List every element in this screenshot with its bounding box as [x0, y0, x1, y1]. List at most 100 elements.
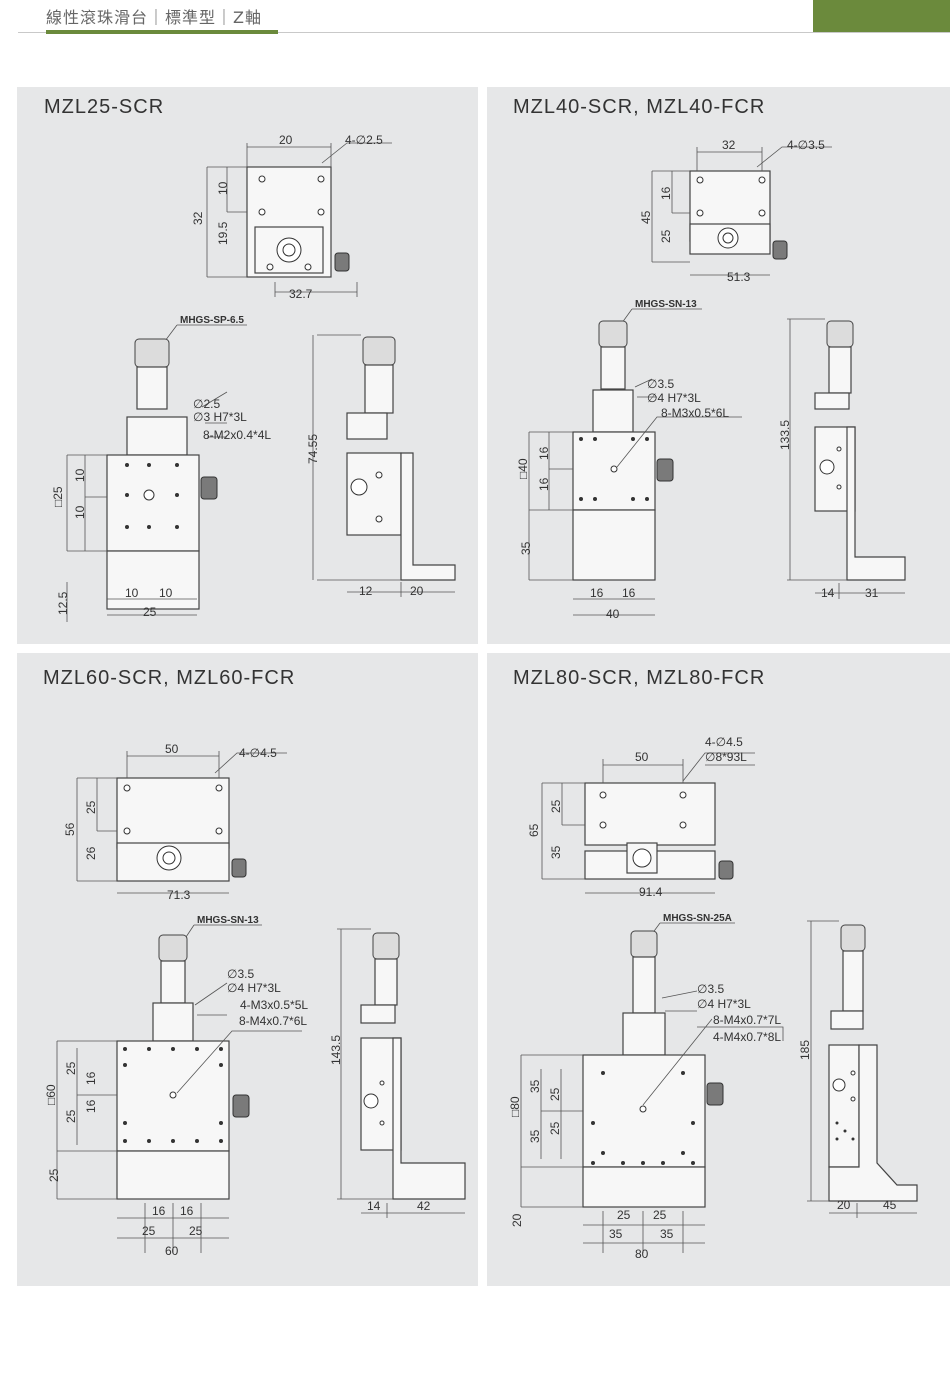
dim-text: 25 [659, 229, 673, 243]
dim-text: 25 [143, 605, 157, 619]
dim-text: 45 [883, 1198, 897, 1212]
note-text: ∅4 H7*3L [697, 997, 751, 1011]
dim-text: □40 [516, 458, 530, 479]
note-text: 8-M3x0.5*6L [661, 406, 729, 420]
dim-text: 50 [165, 742, 179, 756]
dim-text: 16 [537, 446, 551, 460]
header-accent-block [813, 0, 950, 32]
top-view: 50 4-∅4.5 ∅8*93L 65 25 35 91.4 [527, 735, 755, 899]
dim-text: □25 [51, 486, 65, 507]
dim-text: 26 [84, 846, 98, 860]
page-header-title: 線性滾珠滑台｜標準型｜Z軸 [46, 8, 262, 27]
dim-text: 20 [837, 1198, 851, 1212]
dim-text: 16 [590, 586, 604, 600]
front-view: MHGS-SN-13 ∅3.5 ∅4 H7*3L 8-M3x0.5*6L □40… [516, 299, 742, 621]
dim-text: □60 [44, 1084, 58, 1105]
dim-text: 32 [722, 138, 736, 152]
note-text: ∅3.5 [227, 967, 254, 981]
header-divider [18, 32, 950, 33]
dim-text: 16 [180, 1204, 194, 1218]
dim-text: 4-∅2.5 [345, 133, 383, 147]
mzl40-drawing: 32 4-∅3.5 45 16 25 51.3 MHGS-SN-13 ∅3.5 … [516, 138, 906, 621]
note-text: 8-M2x0.4*4L [203, 428, 271, 442]
dim-text: ∅8*93L [705, 750, 747, 764]
dim-text: 40 [606, 607, 620, 621]
dim-text: 19.5 [216, 221, 230, 245]
note-text: ∅4 H7*3L [227, 981, 281, 995]
dim-text: 20 [279, 133, 293, 147]
dim-text: 60 [165, 1244, 179, 1258]
dim-text: 65 [527, 823, 541, 837]
dim-text: 10 [159, 586, 173, 600]
dim-text: 35 [609, 1227, 623, 1241]
note-text: ∅4 H7*3L [647, 391, 701, 405]
dim-text: 35 [549, 845, 563, 859]
panel-mzl60: MZL60-SCR, MZL60-FCR 50 4-∅4.5 56 25 26 … [17, 653, 478, 1286]
panel-mzl80: MZL80-SCR, MZL80-FCR 50 4-∅4.5 ∅8*93L 65… [487, 653, 950, 1286]
micrometer-label: MHGS-SN-13 [197, 915, 259, 926]
dim-text: 25 [548, 1121, 562, 1135]
dim-text: 35 [660, 1227, 674, 1241]
dim-text: 20 [510, 1213, 524, 1227]
dim-text: 56 [63, 822, 77, 836]
note-text: ∅2.5 [193, 397, 220, 411]
micrometer-label: MHGS-SP-6.5 [180, 315, 244, 326]
dim-text: 32.7 [289, 287, 313, 301]
dim-text: 16 [622, 586, 636, 600]
dim-text: 25 [549, 799, 563, 813]
dim-text: 35 [528, 1079, 542, 1093]
dim-text: 10 [216, 181, 230, 195]
dim-text: 25 [653, 1208, 667, 1222]
dim-text: 12.5 [56, 591, 70, 615]
front-view: MHGS-SN-25A ∅3.5 ∅4 H7*3L 8-M4x0.7*7L 4-… [508, 913, 784, 1261]
side-view: 143.5 14 42 [329, 928, 466, 1218]
dim-text: 45 [639, 210, 653, 224]
dim-text: 14 [367, 1199, 381, 1213]
micrometer-label: MHGS-SN-25A [663, 913, 732, 924]
dim-text: 14 [821, 586, 835, 600]
panel-mzl25: MZL25-SCR 20 4-∅2.5 32 10 19.5 32.7 MHGS… [17, 87, 478, 644]
header-underline-accent [46, 30, 278, 34]
dim-text: 16 [84, 1099, 98, 1113]
dim-text: 42 [417, 1199, 431, 1213]
mzl60-drawing: 50 4-∅4.5 56 25 26 71.3 MHGS-SN-13 ∅3.5 … [44, 742, 466, 1258]
dim-text: 80 [635, 1247, 649, 1261]
note-text: ∅3.5 [647, 377, 674, 391]
panel-title: MZL60-SCR, MZL60-FCR [43, 667, 296, 689]
dim-text: 25 [64, 1061, 78, 1075]
dim-text: 31 [865, 586, 879, 600]
dim-text: 16 [537, 477, 551, 491]
dim-text: 10 [73, 468, 87, 482]
micrometer-label: MHGS-SN-13 [635, 299, 697, 310]
dim-text: 50 [635, 750, 649, 764]
dim-text: 74.55 [306, 434, 320, 464]
front-view: MHGS-SP-6.5 ∅2.5 ∅3 H7*3L 8-M2x0.4*4L □2… [51, 315, 271, 622]
mzl25-drawing: 20 4-∅2.5 32 10 19.5 32.7 MHGS-SP-6.5 ∅2… [51, 133, 456, 622]
dim-text: 133.5 [778, 420, 792, 450]
dim-text: 143.5 [329, 1035, 343, 1065]
panel-title: MZL25-SCR [44, 96, 165, 118]
dim-text: 51.3 [727, 270, 751, 284]
dim-text: 4-∅3.5 [787, 138, 825, 152]
top-view: 50 4-∅4.5 56 25 26 71.3 [63, 742, 287, 902]
dim-text: 16 [659, 186, 673, 200]
dim-text: 25 [617, 1208, 631, 1222]
top-view: 20 4-∅2.5 32 10 19.5 32.7 [191, 133, 392, 301]
side-view: 133.5 14 31 [778, 318, 906, 600]
dim-text: 20 [410, 584, 424, 598]
dim-text: 16 [152, 1204, 166, 1218]
note-text: 8-M4x0.7*7L [713, 1013, 781, 1027]
dim-text: 32 [191, 211, 205, 225]
note-text: ∅3 H7*3L [193, 410, 247, 424]
dim-text: 12 [359, 584, 373, 598]
side-view: 185 20 45 [798, 920, 918, 1218]
panel-title: MZL80-SCR, MZL80-FCR [513, 667, 766, 689]
note-text: 8-M4x0.7*6L [239, 1014, 307, 1028]
top-view: 32 4-∅3.5 45 16 25 51.3 [639, 138, 832, 284]
panel-mzl40: MZL40-SCR, MZL40-FCR 32 4-∅3.5 45 16 25 … [487, 87, 950, 644]
front-view: MHGS-SN-13 ∅3.5 ∅4 H7*3L 4-M3x0.5*5L 8-M… [44, 915, 308, 1258]
dim-text: 71.3 [167, 888, 191, 902]
dim-text: 4-∅4.5 [705, 735, 743, 749]
dim-text: 185 [798, 1040, 812, 1060]
side-view: 74.55 12 20 [306, 334, 456, 598]
